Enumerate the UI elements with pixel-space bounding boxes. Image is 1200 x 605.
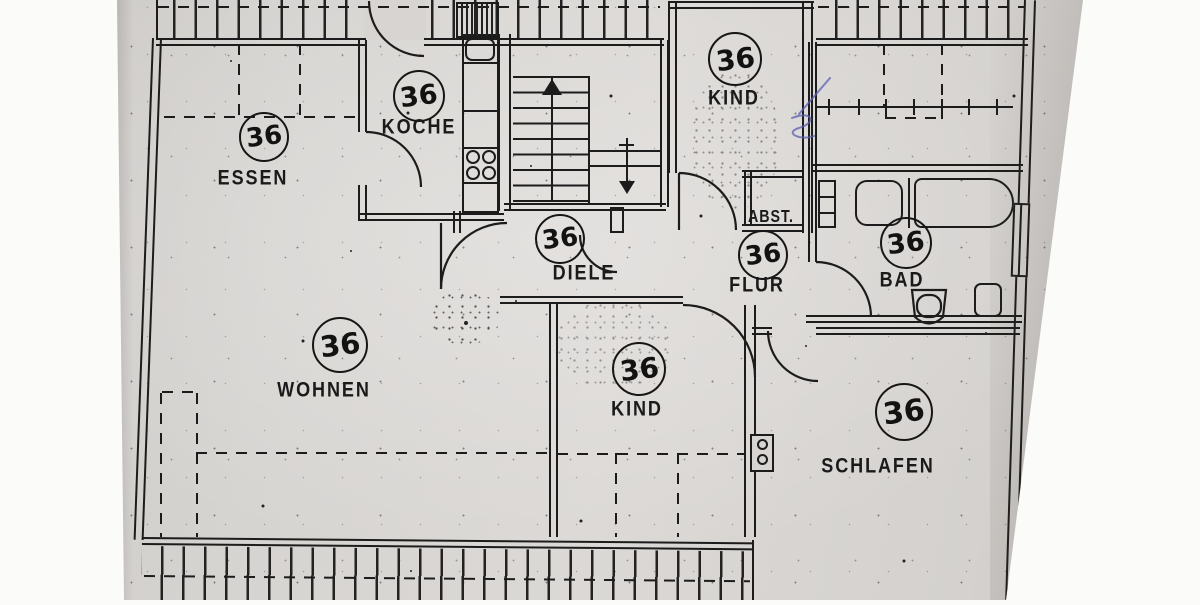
wall-stair-south: [504, 203, 666, 211]
ink-specks: [0, 0, 2, 2]
room-label-diele: DIELE: [552, 261, 616, 286]
rail-tick: [913, 99, 915, 115]
rail-tick: [885, 99, 887, 119]
rail-tick: [968, 99, 970, 115]
room-label-bad: BAD: [879, 268, 925, 293]
paper-edge-shade-left: [117, 0, 133, 600]
room-number-essen: 36: [239, 112, 289, 162]
paper-edge-shade-right: [990, 0, 1083, 600]
socket-circle: [757, 454, 768, 465]
dash-kind-h: [557, 453, 744, 455]
wall-kueche-essen-b: [358, 185, 367, 221]
wall-schlafen-top-right: [816, 327, 1020, 335]
room-number-kueche: 36: [393, 70, 445, 122]
rail-tick: [858, 99, 860, 115]
band-edge-left: [156, 0, 158, 40]
socket-circle: [757, 439, 768, 450]
room-label-flur: FLUR: [729, 273, 785, 298]
room-number-flur: 36: [738, 230, 788, 280]
socket-box: [750, 434, 774, 472]
wall-kind-schlafen: [744, 305, 756, 537]
room-label-essen: ESSEN: [217, 166, 289, 191]
wall-abst-top: [742, 170, 804, 178]
wall-bad-west: [808, 170, 817, 262]
dash-wohnen-h2: [196, 452, 551, 454]
wall-kindtop-top: [668, 1, 814, 9]
wall-abst-bottom: [742, 224, 804, 232]
dash-wohnen-v1: [160, 393, 162, 537]
wall-wohnen-kind: [549, 303, 558, 537]
stair-landing-line: [590, 165, 660, 167]
wall-bad-top: [813, 164, 1023, 172]
stove-burner: [482, 150, 496, 164]
wall-kindtop-left: [668, 1, 677, 173]
stair-inner-wall: [588, 76, 590, 204]
bath-shelf-divider: [818, 212, 836, 214]
rail-tick: [996, 99, 998, 115]
dash-kind-v2: [677, 453, 679, 537]
rail-dash: [885, 117, 943, 119]
wall-top-middle: [424, 38, 664, 46]
band-dash-top-left: [158, 6, 660, 8]
room-number-diele: 36: [535, 214, 585, 264]
wall-pillar-entry: [610, 207, 624, 233]
room-number-wohnen: 36: [312, 317, 368, 373]
bath-divider: [908, 178, 910, 228]
chimney-shaft: [456, 2, 499, 38]
dash-region-v2: [941, 44, 943, 108]
room-number-kind-bottom: 36: [612, 342, 666, 396]
rail-tick: [828, 99, 830, 115]
room-number-bad: 36: [880, 217, 932, 269]
counter-divider: [462, 110, 499, 112]
room-label-kind-top: KIND: [708, 86, 760, 111]
counter-divider: [462, 147, 499, 149]
dash-wohnen-v2: [196, 393, 198, 537]
stair-up-arrow: [542, 79, 562, 95]
bath-shelf-divider: [818, 196, 836, 198]
dash-kind-v1: [615, 453, 617, 537]
stove-burner: [466, 166, 480, 180]
dash-region-v1: [883, 44, 885, 108]
stove-burner: [466, 150, 480, 164]
kitchen-sink: [465, 38, 495, 61]
room-label-wohnen: WOHNEN: [277, 378, 371, 403]
stair-down-arrow: [619, 181, 635, 194]
bidet: [974, 283, 1002, 317]
counter-divider: [462, 62, 499, 64]
stair-stringer: [551, 78, 553, 200]
room-label-schlafen: SCHLAFEN: [821, 454, 935, 479]
stair-arrow-tick: [619, 150, 634, 152]
wall-bandright-bottom: [816, 38, 1028, 46]
room-label-kind-bottom: KIND: [611, 397, 663, 422]
wall-schlafen-top-left: [752, 327, 772, 335]
rail-tick: [941, 99, 943, 119]
band-dash-top-right: [818, 6, 1024, 8]
room-number-schlafen: 36: [875, 383, 933, 441]
dash-essen-v1: [238, 44, 240, 118]
room-label-abst: ABST.: [748, 207, 794, 227]
room-number-kind-top: 36: [708, 32, 762, 86]
band-edge-bottom-right: [752, 540, 754, 600]
stair-arrow-tick: [619, 144, 634, 146]
room-label-kueche: KOCHE: [381, 115, 457, 140]
stair-treads: [513, 76, 588, 202]
bathroom-sink: [855, 180, 903, 226]
wall-diele-south: [500, 296, 683, 304]
dash-essen-v2: [299, 44, 301, 118]
bath-shelf: [818, 180, 836, 228]
stove-burner: [482, 166, 496, 180]
wall-abst-left: [744, 170, 752, 226]
wall-stair-left: [498, 34, 511, 211]
stair-down-arrow-line: [626, 138, 628, 184]
wall-kueche-essen-a: [358, 40, 367, 132]
wall-essen-top: [156, 38, 366, 46]
counter-divider: [462, 182, 499, 184]
dash-wohnen-h1: [162, 391, 198, 393]
wall-kueche-south: [358, 213, 504, 221]
wall-diele-stub: [453, 211, 461, 233]
